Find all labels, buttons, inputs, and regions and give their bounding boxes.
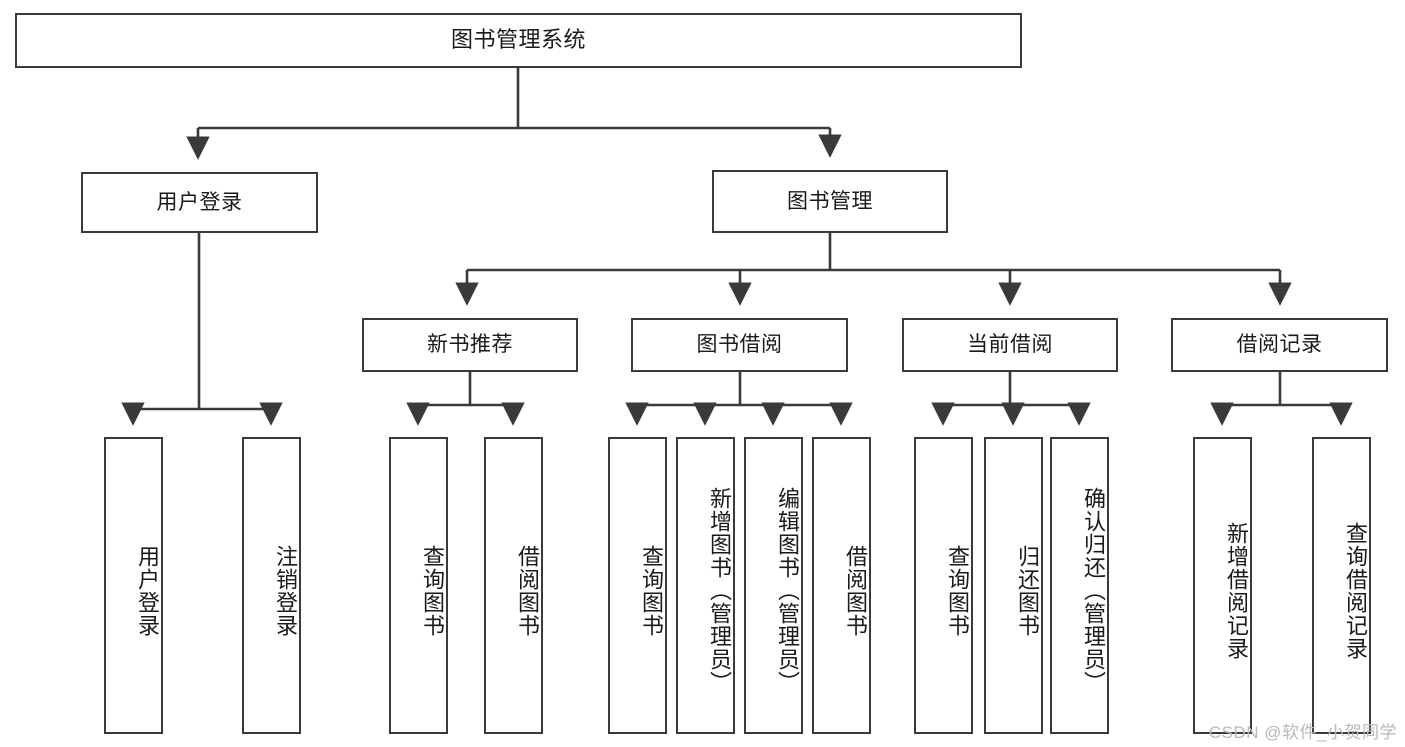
leaf-current-borrow-query-book[interactable]: 查询图书 bbox=[914, 437, 973, 734]
node-label: 归还图书 bbox=[1015, 544, 1040, 637]
csdn-watermark: CSDN @软件_小贺同学 bbox=[1208, 723, 1397, 742]
node-label: 借阅记录 bbox=[1236, 333, 1323, 357]
node-label: 查询图书 bbox=[945, 544, 970, 637]
node-label: 图书借阅 bbox=[696, 333, 783, 357]
leaf-user-login-logout[interactable]: 注销登录 bbox=[242, 437, 301, 734]
node-label: 图书管理 bbox=[787, 189, 873, 213]
leaf-book-borrow-query-book[interactable]: 查询图书 bbox=[608, 437, 667, 734]
leaf-current-borrow-confirm-return-admin[interactable]: 确认归还（管理员） bbox=[1050, 437, 1109, 734]
node-label: 新增借阅记录 bbox=[1224, 521, 1249, 660]
leaf-book-borrow-borrow-book[interactable]: 借阅图书 bbox=[812, 437, 871, 734]
node-label: 用户登录 bbox=[135, 544, 160, 637]
node-label: 新增图书（管理员） bbox=[707, 487, 732, 694]
node-label: 用户登录 bbox=[156, 190, 243, 214]
leaf-borrow-record-query-record[interactable]: 查询借阅记录 bbox=[1312, 437, 1371, 734]
node-label: 图书管理系统 bbox=[450, 27, 586, 53]
leaf-current-borrow-return-book[interactable]: 归还图书 bbox=[984, 437, 1043, 734]
node-label: 注销登录 bbox=[273, 544, 298, 637]
leaf-borrow-record-add-record[interactable]: 新增借阅记录 bbox=[1193, 437, 1252, 734]
node-borrow-record[interactable]: 借阅记录 bbox=[1171, 318, 1388, 372]
leaf-new-book-query-book[interactable]: 查询图书 bbox=[389, 437, 448, 734]
node-label: 借阅图书 bbox=[843, 544, 868, 637]
node-label: 借阅图书 bbox=[515, 544, 540, 637]
node-label: 当前借阅 bbox=[967, 333, 1053, 357]
node-user-login[interactable]: 用户登录 bbox=[81, 172, 318, 233]
leaf-book-borrow-add-book-admin[interactable]: 新增图书（管理员） bbox=[676, 437, 735, 734]
node-book-borrow[interactable]: 图书借阅 bbox=[631, 318, 848, 372]
node-root-book-management-system[interactable]: 图书管理系统 bbox=[15, 13, 1022, 68]
node-label: 新书推荐 bbox=[427, 333, 513, 357]
leaf-book-borrow-edit-book-admin[interactable]: 编辑图书（管理员） bbox=[744, 437, 803, 734]
node-book-management[interactable]: 图书管理 bbox=[712, 170, 948, 233]
leaf-user-login-login[interactable]: 用户登录 bbox=[104, 437, 163, 734]
node-label: 编辑图书（管理员） bbox=[775, 487, 800, 694]
node-current-borrow[interactable]: 当前借阅 bbox=[902, 318, 1118, 372]
node-label: 查询图书 bbox=[639, 544, 664, 637]
node-label: 查询借阅记录 bbox=[1343, 521, 1368, 660]
leaf-new-book-borrow-book[interactable]: 借阅图书 bbox=[484, 437, 543, 734]
node-label: 查询图书 bbox=[420, 544, 445, 637]
node-new-book-recommend[interactable]: 新书推荐 bbox=[362, 318, 578, 372]
node-label: 确认归还（管理员） bbox=[1081, 487, 1106, 694]
